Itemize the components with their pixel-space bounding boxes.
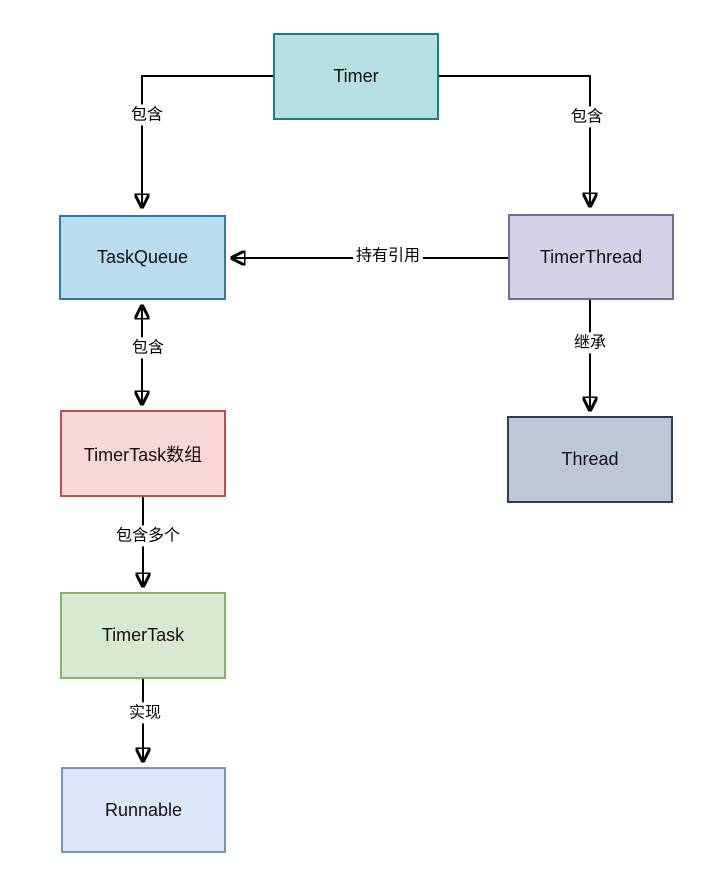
- edge-label-inherits: 继承: [570, 332, 610, 354]
- node-timerthread-label: TimerThread: [539, 246, 643, 267]
- edge-label-contains-array: 包含: [128, 337, 168, 359]
- edge-label-contains-multiple: 包含多个: [112, 525, 184, 547]
- edge-label-holds-reference: 持有引用: [352, 245, 424, 267]
- node-taskqueue: TaskQueue: [59, 215, 226, 300]
- node-thread: Thread: [507, 416, 673, 503]
- node-timer-label: Timer: [333, 66, 379, 86]
- node-runnable: Runnable: [61, 767, 226, 853]
- node-thread-label: Thread: [561, 449, 619, 469]
- node-runnable-label: Runnable: [104, 799, 183, 820]
- node-timertask-label: TimerTask: [101, 625, 185, 645]
- node-timertask-array: TimerTask数组: [60, 410, 226, 497]
- node-timer: Timer: [273, 33, 439, 120]
- node-timertask: TimerTask: [60, 592, 226, 679]
- edge-label-contains-right: 包含: [567, 106, 607, 128]
- node-timerthread: TimerThread: [508, 214, 674, 300]
- edge-label-implements: 实现: [125, 702, 165, 724]
- node-timertask-array-label: TimerTask数组: [83, 444, 203, 465]
- edge-timer-taskqueue: [142, 75, 273, 207]
- node-taskqueue-label: TaskQueue: [96, 247, 189, 267]
- edge-label-contains-left: 包含: [127, 104, 167, 126]
- edge-timer-timerthread: [439, 75, 590, 206]
